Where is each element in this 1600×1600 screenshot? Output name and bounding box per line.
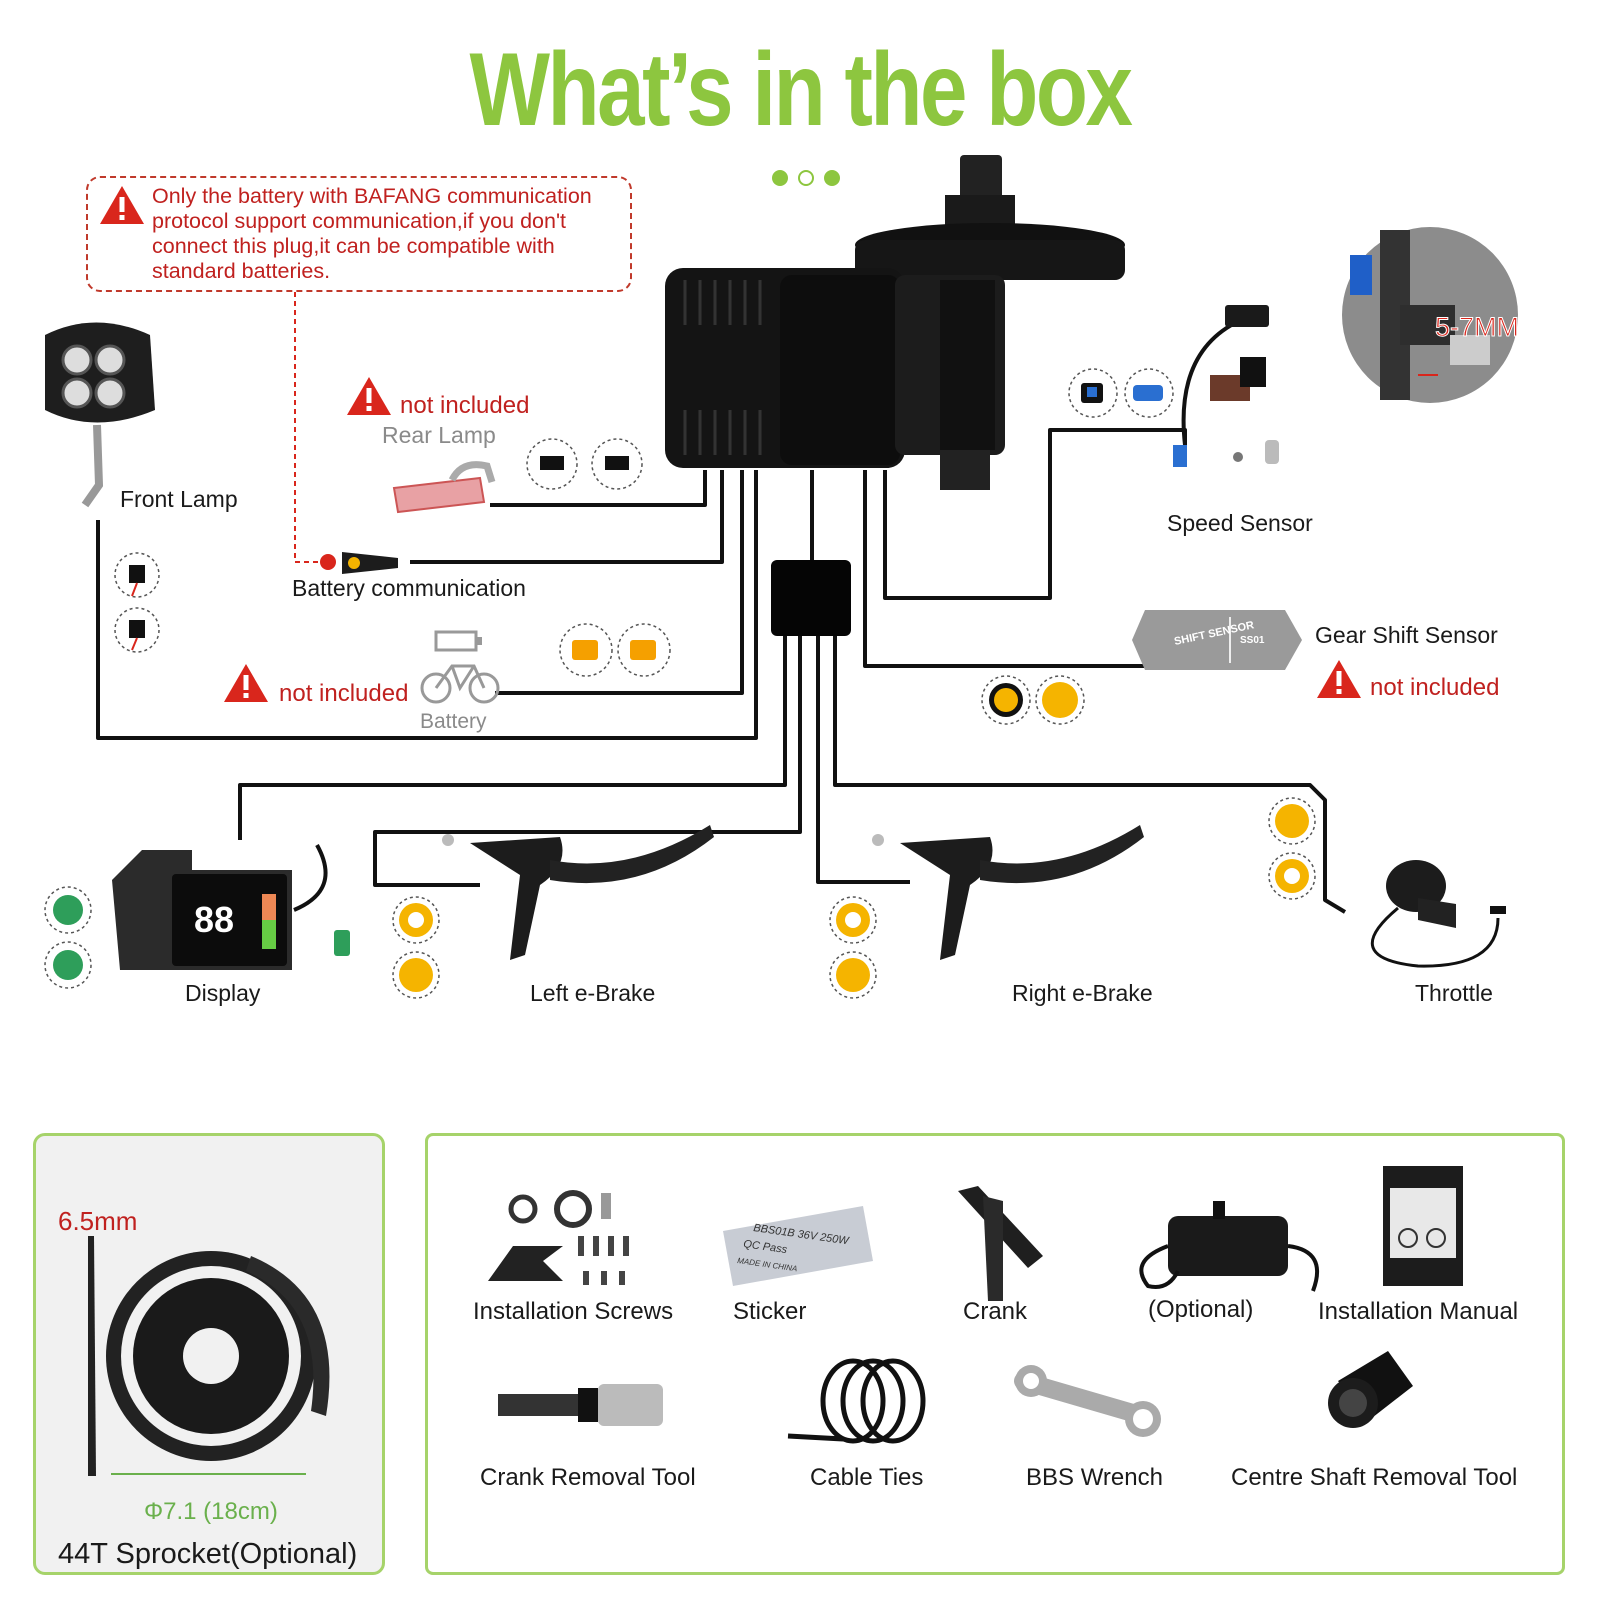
left-brake-label: Left e-Brake xyxy=(530,980,656,1006)
display-screen-value: 88 xyxy=(194,899,234,940)
accessory-label: Crank xyxy=(963,1298,1028,1325)
sprocket-diameter: Φ7.1 (18cm) xyxy=(144,1498,278,1525)
throttle-connector-icon xyxy=(1268,797,1316,900)
battery-comm-plug-icon xyxy=(320,552,398,574)
accessory-label: BBS Wrench xyxy=(1026,1464,1163,1491)
accessory-label: Installation Manual xyxy=(1318,1298,1519,1325)
sprocket-label: 44T Sprocket(Optional) xyxy=(58,1538,358,1570)
speed-sensor-label: Speed Sensor xyxy=(1167,510,1313,536)
accessory-label: Centre Shaft Removal Tool xyxy=(1231,1464,1518,1491)
left-brake-connector-icon xyxy=(392,896,440,999)
wrench-icon xyxy=(1014,1365,1161,1437)
cable-ties-icon xyxy=(787,1358,926,1444)
rear-lamp-label: Rear Lamp xyxy=(382,422,496,448)
carousel-dot[interactable] xyxy=(824,170,840,186)
page-title: What’s in the box xyxy=(469,32,1133,148)
throttle-label: Throttle xyxy=(1415,980,1493,1006)
battery-bike-icon xyxy=(420,630,500,704)
accessory-label: Cable Ties xyxy=(810,1464,924,1491)
throttle-icon xyxy=(1370,860,1506,968)
warning-icon xyxy=(100,186,144,224)
manual-icon xyxy=(1383,1166,1463,1286)
screws-icon xyxy=(488,1190,629,1285)
left-brake-icon xyxy=(442,825,714,960)
display-icon: 88 xyxy=(112,844,350,970)
carousel-dots[interactable] xyxy=(772,170,844,188)
warning-icon xyxy=(224,664,268,702)
rear-lamp-connector-icon xyxy=(526,438,643,490)
carousel-dot[interactable] xyxy=(772,170,788,186)
front-lamp-label: Front Lamp xyxy=(120,486,238,512)
speed-sensor-icon xyxy=(1068,305,1279,467)
accessories-panel: BBS01B 36V 250W QC Pass MADE IN CHINA In… xyxy=(425,1133,1565,1575)
accessory-label: Installation Screws xyxy=(473,1298,674,1325)
notice-text: Only the battery with BAFANG communicati… xyxy=(152,184,592,283)
right-brake-label: Right e-Brake xyxy=(1012,980,1153,1006)
right-brake-connector-icon xyxy=(829,896,877,999)
gear-shift-sensor-label: Gear Shift Sensor xyxy=(1315,622,1498,648)
lamp-connector-icon xyxy=(114,552,160,653)
warning-icon xyxy=(347,377,391,415)
accessory-label: Sticker xyxy=(733,1298,807,1325)
gear-shift-connector-icon xyxy=(981,675,1085,725)
warning-icon xyxy=(1317,660,1361,698)
battery-connector-icon xyxy=(559,623,671,677)
notice-box: Only the battery with BAFANG communicati… xyxy=(86,176,632,292)
sprocket-icon xyxy=(88,1236,330,1476)
battery-status: not included xyxy=(279,680,409,707)
speed-sensor-photo xyxy=(1342,227,1518,403)
sprocket-panel: 6.5mm Φ7.1 (18cm) 44T Sprocket(Optional) xyxy=(33,1133,385,1575)
rear-lamp-status: not included xyxy=(400,392,530,419)
gear-shift-print-2: SS01 xyxy=(1240,635,1265,646)
carousel-dot-active[interactable] xyxy=(798,170,814,186)
junction-box xyxy=(771,560,851,636)
right-brake-icon xyxy=(872,825,1144,960)
shaft-tool-icon xyxy=(1328,1351,1413,1428)
display-label: Display xyxy=(185,980,261,1006)
gear-shift-sensor-icon: SHIFT SENSOR SS01 xyxy=(1132,610,1302,670)
accessory-label: (Optional) xyxy=(1148,1296,1254,1323)
display-connector-icon xyxy=(44,886,92,989)
battery-comm-label: Battery communication xyxy=(292,575,526,601)
speed-sensor-gap: 5-7MM xyxy=(1434,312,1520,343)
motor-icon xyxy=(665,155,1125,490)
charger-icon xyxy=(1139,1201,1319,1292)
sticker-icon: BBS01B 36V 250W QC Pass MADE IN CHINA xyxy=(723,1206,873,1286)
front-lamp-icon xyxy=(45,322,155,508)
battery-label: Battery xyxy=(420,710,487,733)
rear-lamp-icon xyxy=(392,461,496,514)
gear-shift-status: not included xyxy=(1370,674,1500,701)
crank-removal-tool-icon xyxy=(498,1384,663,1426)
sprocket-thickness: 6.5mm xyxy=(58,1206,138,1236)
crank-icon xyxy=(958,1186,1043,1301)
accessory-label: Crank Removal Tool xyxy=(480,1464,696,1491)
